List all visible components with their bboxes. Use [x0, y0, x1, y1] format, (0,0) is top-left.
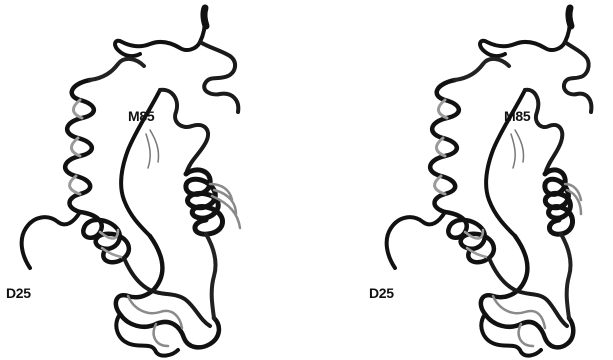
- protein-backbone-ribbon-left: [0, 0, 300, 360]
- backbone-segment: [387, 212, 445, 268]
- backbone-segment: [124, 258, 210, 326]
- backbone-segment: [569, 8, 571, 26]
- backbone-segment: [200, 42, 238, 112]
- backbone-segment: [564, 42, 591, 112]
- residue-label-d25: D25: [6, 286, 31, 300]
- backbone-segment: [480, 8, 570, 56]
- backbone-segment: [445, 212, 494, 262]
- backbone-segment: [160, 90, 208, 174]
- backbone-segment: [545, 170, 573, 234]
- backbone-segment: [561, 234, 571, 318]
- backbone-segment: [435, 100, 447, 194]
- backbone-segment: [455, 59, 509, 80]
- residue-label-d25: D25: [369, 286, 394, 300]
- backbone-segment: [90, 59, 144, 80]
- backbone-segment: [206, 234, 216, 318]
- backbone-segment: [186, 170, 223, 234]
- backbone-segment: [511, 130, 524, 168]
- stereo-panel-right: M85 D25: [313, 0, 613, 360]
- backbone-segment: [115, 8, 205, 56]
- backbone-segment: [525, 90, 562, 174]
- backbone-segment: [116, 236, 219, 347]
- residue-label-m85: M85: [504, 109, 530, 123]
- stereo-panel-left: M85 D25: [0, 0, 300, 360]
- backbone-segment: [128, 296, 182, 346]
- backbone-segment: [493, 296, 545, 346]
- backbone-segment: [80, 212, 129, 262]
- residue-label-m85: M85: [128, 109, 154, 123]
- backbone-segment: [204, 8, 206, 26]
- backbone-segment: [146, 130, 159, 168]
- backbone-segment: [70, 100, 82, 194]
- backbone-segment: [22, 212, 80, 268]
- protein-backbone-ribbon-right: [313, 0, 613, 360]
